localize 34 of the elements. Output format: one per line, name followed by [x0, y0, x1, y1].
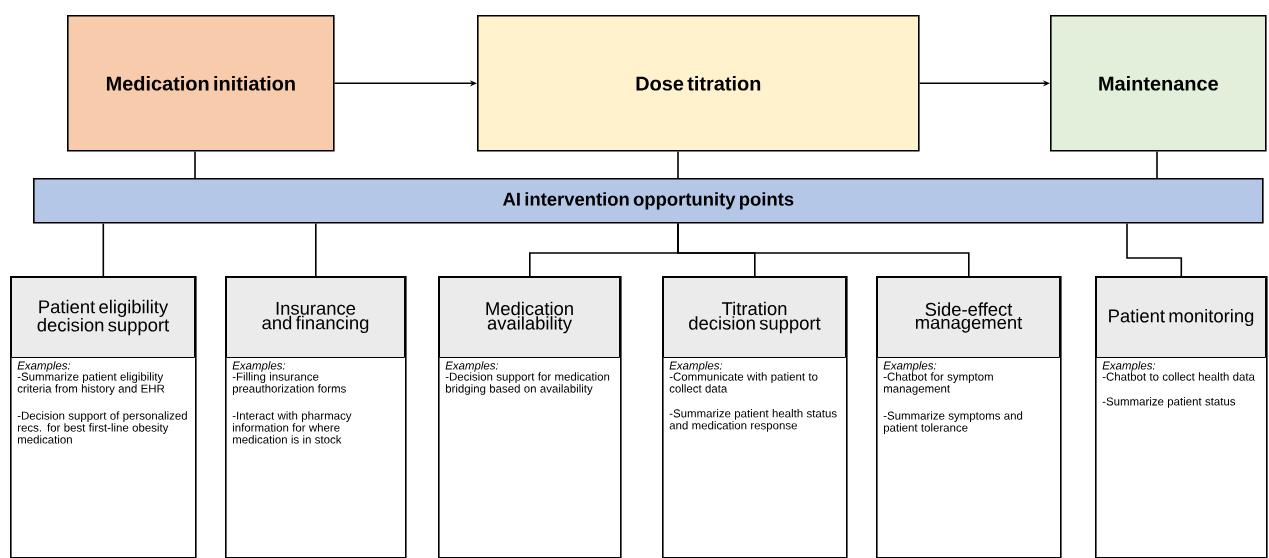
- example-text: -Interact with pharmacy information for where medication is in stock: [232, 411, 352, 444]
- examples-label: Examples:: [232, 361, 286, 372]
- connector: [677, 150, 679, 179]
- example-text: -Summarize patient status: [1102, 397, 1236, 408]
- connector: [677, 222, 970, 277]
- example-text: -Summarize patient eligibility criteria from history and EHR: [17, 372, 165, 395]
- card-header: Titration decision support: [663, 277, 846, 358]
- banner-bar: AI intervention opportunity points: [33, 178, 1264, 224]
- card-header: Insurance and financing: [226, 277, 405, 358]
- card-header: Medication availability: [439, 277, 620, 358]
- stage-box: Maintenance: [1050, 15, 1267, 152]
- card-header: Patient eligibility decision support: [11, 277, 195, 358]
- example-text: -Filling insurance preauthorization forms: [232, 372, 346, 395]
- stage-box: Dose titration: [477, 15, 920, 152]
- example-text: -Decision support of personalized recs. for best first-line obesity medication: [17, 411, 187, 444]
- example-text: -Summarize patient health status and medication response: [669, 409, 837, 432]
- example-text: -Communicate with patient to collect data: [669, 372, 818, 393]
- example-text: -Chatbot for symptom management: [883, 372, 993, 395]
- card-header: Patient monitoring: [1096, 277, 1266, 358]
- connector: [194, 150, 196, 179]
- examples-label: Examples:: [1102, 361, 1156, 372]
- examples-label: Examples:: [445, 361, 499, 372]
- example-text: -Decision support for medication bridging based on availability: [445, 372, 610, 395]
- example-text: -Chatbot to collect health data: [1102, 372, 1255, 381]
- connector: [102, 222, 105, 277]
- card-header: Side-effect management: [877, 277, 1060, 358]
- connector: [1156, 150, 1158, 179]
- connector: [315, 222, 317, 277]
- stage-box: Medication initiation: [67, 15, 335, 152]
- example-text: -Summarize symptoms and patient tolerance: [883, 411, 1023, 434]
- examples-label: Examples:: [17, 361, 71, 372]
- examples-label: Examples:: [669, 361, 723, 372]
- examples-label: Examples:: [883, 361, 937, 372]
- connector: [1126, 222, 1183, 277]
